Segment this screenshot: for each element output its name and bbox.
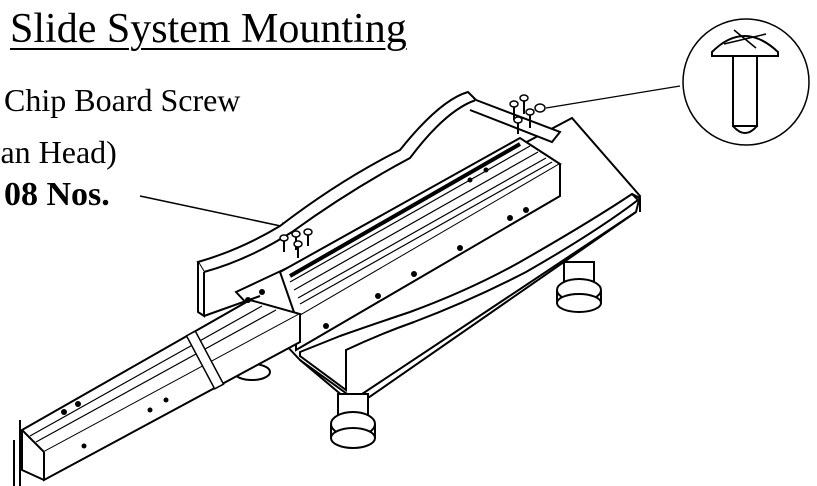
- slide-rail-mounted: [280, 138, 560, 350]
- side-panel-front: [300, 194, 640, 390]
- page-title: Slide System Mounting: [10, 6, 407, 52]
- hardware-name: Chip Board Screw: [4, 82, 241, 118]
- hardware-quantity: 08 Nos.: [4, 176, 110, 213]
- leg-foot-right: [557, 262, 601, 312]
- screw-group-back: [510, 95, 545, 134]
- leader-line: [140, 196, 290, 228]
- slide-rail-extended: [14, 289, 300, 486]
- screw-group-front: [280, 229, 312, 258]
- hardware-head-type: (Pan Head): [0, 134, 117, 170]
- screw-detail-icon: [546, 19, 809, 145]
- leg-foot-front: [331, 394, 375, 448]
